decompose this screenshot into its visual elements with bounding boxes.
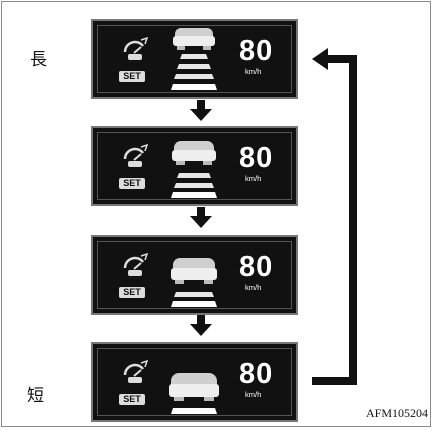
gap-bar — [171, 301, 217, 307]
set-badge: SET — [119, 178, 145, 189]
gap-bar — [174, 183, 214, 188]
car-gap-graphic — [171, 258, 217, 307]
down-arrow-icon — [190, 315, 212, 336]
car-gap-graphic — [171, 28, 217, 90]
speed-value: 80 — [239, 142, 274, 174]
set-badge: SET — [119, 287, 145, 298]
down-arrow-icon — [190, 100, 212, 121]
speed-unit: km/h — [245, 390, 262, 399]
speed-value: 80 — [239, 251, 274, 283]
speed-unit: km/h — [245, 283, 262, 292]
cruise-gauge-icon — [123, 252, 149, 276]
label-long: 長 — [30, 50, 47, 70]
set-badge: SET — [119, 394, 145, 405]
cruise-gauge-icon — [123, 36, 149, 60]
down-arrow-icon — [190, 207, 212, 228]
car-gap-graphic — [169, 373, 219, 414]
gap-bar — [171, 84, 217, 90]
car-gap-graphic — [171, 141, 217, 198]
gap-bar — [174, 74, 214, 79]
label-short: 短 — [27, 386, 44, 406]
gap-bar — [171, 192, 217, 198]
gap-bar — [177, 64, 211, 69]
display-panel-2: SET 80 km/h — [91, 126, 298, 206]
speed-unit: km/h — [245, 174, 262, 183]
display-panel-3: SET 80 km/h — [91, 235, 298, 315]
display-panel-long: SET 80 km/h — [91, 19, 298, 99]
cruise-gauge-icon — [123, 143, 149, 167]
gap-bar — [171, 408, 217, 414]
speed-value: 80 — [239, 358, 274, 390]
set-badge: SET — [119, 71, 145, 82]
gap-bar — [180, 54, 208, 59]
figure-code: AFM105204 — [365, 406, 428, 420]
cruise-gauge-icon — [123, 359, 149, 383]
display-panel-short: SET 80 km/h — [91, 342, 298, 422]
speed-value: 80 — [239, 35, 274, 67]
gap-bar — [174, 292, 214, 297]
speed-unit: km/h — [245, 67, 262, 76]
gap-bar — [177, 173, 211, 178]
